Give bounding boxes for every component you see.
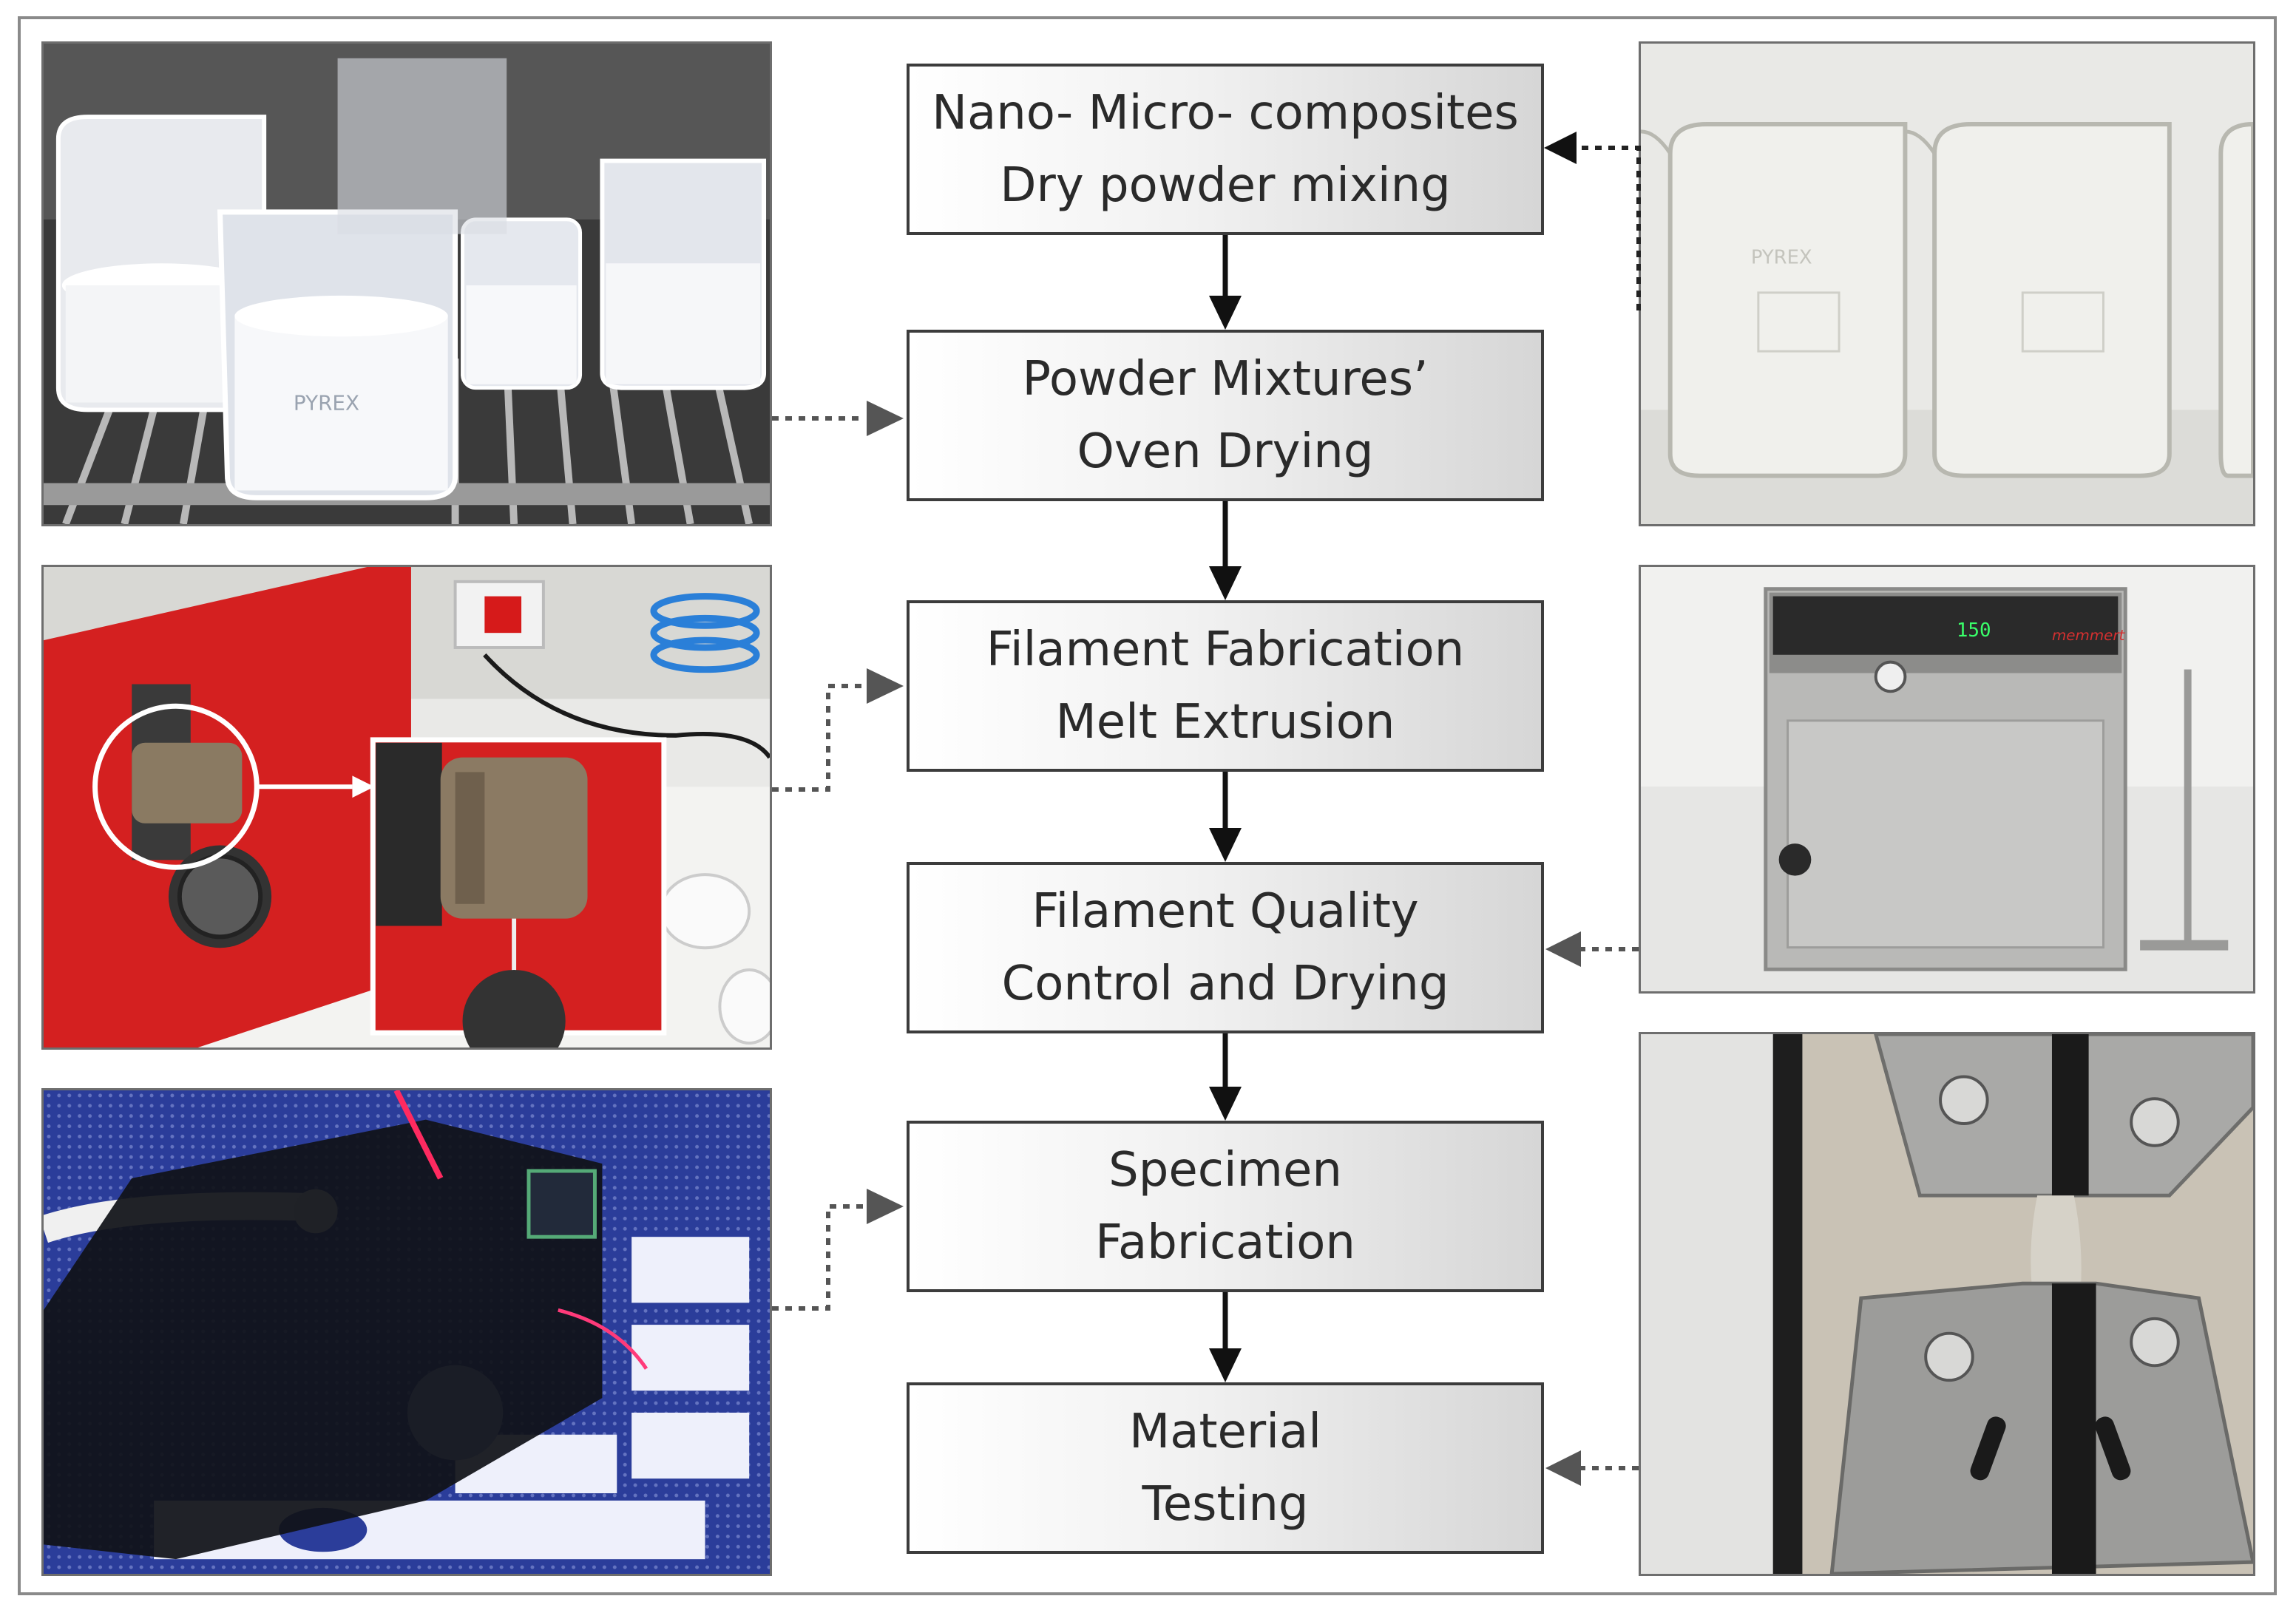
step-4-line-1: Filament Quality — [1032, 884, 1419, 939]
step-2-line-2: Oven Drying — [1077, 424, 1374, 479]
oven-brand: memmert — [2052, 627, 2126, 644]
pyrex-label-2: PYREX — [1751, 246, 1812, 268]
photo-beakers-on-oven-rack: PYREX — [41, 41, 772, 526]
extruder-image — [44, 567, 770, 1047]
step-specimen-fabrication: Specimen Fabrication — [907, 1121, 1544, 1292]
photo-filament-extruder — [41, 565, 772, 1050]
step-5-line-2: Fabrication — [1095, 1215, 1355, 1270]
tensile-test-image — [1641, 1034, 2253, 1574]
step-5-line-1: Specimen — [1108, 1143, 1342, 1198]
oven-temp-display: 150 — [1957, 619, 1991, 642]
photo-beakers-closeup: PYREX — [1639, 41, 2255, 526]
step-4-line-2: Control and Drying — [1001, 957, 1449, 1011]
photo-tensile-test — [1639, 1032, 2255, 1576]
printer-image — [44, 1090, 770, 1574]
pyrex-label: PYREX — [294, 390, 359, 415]
step-melt-extrusion: Filament Fabrication Melt Extrusion — [907, 600, 1544, 772]
step-1-line-1: Nano- Micro- composites — [932, 86, 1519, 140]
step-dry-powder-mixing: Nano- Micro- composites Dry powder mixin… — [907, 64, 1544, 235]
step-oven-drying: Powder Mixtures’ Oven Drying — [907, 330, 1544, 501]
step-quality-control-drying: Filament Quality Control and Drying — [907, 862, 1544, 1033]
step-6-line-2: Testing — [1142, 1477, 1309, 1532]
beakers-rack-image: PYREX — [44, 44, 770, 524]
step-2-line-1: Powder Mixtures’ — [1022, 352, 1429, 407]
photo-3d-printer-bed — [41, 1088, 772, 1576]
step-3-line-1: Filament Fabrication — [986, 622, 1465, 677]
beakers-closeup-image: PYREX — [1641, 44, 2253, 524]
step-3-line-2: Melt Extrusion — [1055, 695, 1395, 750]
step-6-line-1: Material — [1129, 1405, 1321, 1459]
photo-drying-oven: 150 memmert — [1639, 565, 2255, 994]
step-material-testing: Material Testing — [907, 1382, 1544, 1554]
step-1-line-2: Dry powder mixing — [1000, 158, 1451, 213]
oven-image: 150 memmert — [1641, 567, 2253, 991]
